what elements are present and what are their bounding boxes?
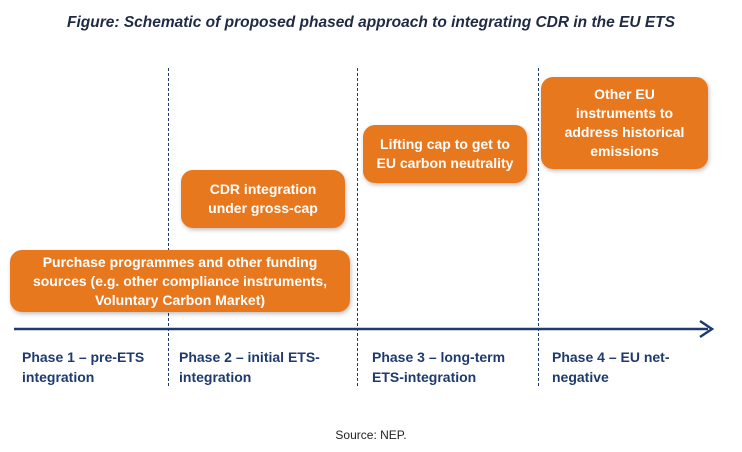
phase-divider-2: [357, 68, 358, 386]
axis-arrow-icon: [699, 319, 715, 339]
lifting-cap-box: Lifting cap to get to EU carbon neutrali…: [363, 125, 527, 183]
phase-3-label: Phase 3 – long-term ETS-integration: [372, 349, 506, 385]
phase-divider-1: [168, 68, 169, 386]
phase-1-label: Phase 1 – pre-ETS integration: [22, 349, 145, 385]
other-eu-instruments-box: Other EU instruments to address historic…: [541, 77, 708, 169]
figure-title: Figure: Schematic of proposed phased app…: [66, 14, 675, 31]
purchase-programmes-box: Purchase programmes and other funding so…: [10, 250, 350, 312]
phase-2-label: Phase 2 – initial ETS- integration: [179, 349, 320, 385]
phase-divider-3: [538, 68, 539, 386]
phase-4-label: Phase 4 – EU net- negative: [552, 349, 670, 385]
cdr-integration-box: CDR integration under gross-cap: [181, 170, 345, 228]
source-note: Source: NEP.: [335, 428, 407, 442]
